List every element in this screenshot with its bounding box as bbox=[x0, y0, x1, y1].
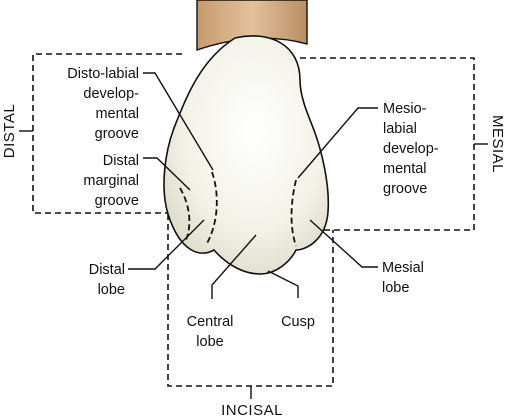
cusp-label: Cusp bbox=[281, 314, 315, 330]
disto-labial-leader bbox=[143, 72, 214, 171]
cusp-leader bbox=[267, 270, 299, 298]
svg-text:Disto-labial: Disto-labial bbox=[67, 66, 139, 82]
svg-text:Distal: Distal bbox=[89, 262, 125, 278]
mesial-lobe-leader bbox=[309, 219, 378, 268]
tooth-crown bbox=[163, 35, 330, 275]
svg-text:Central: Central bbox=[187, 314, 234, 330]
distal-marginal-leader bbox=[143, 157, 191, 191]
mesio-labial-leader bbox=[297, 107, 378, 179]
svg-text:mental: mental bbox=[383, 161, 427, 177]
svg-text:Cusp: Cusp bbox=[281, 314, 315, 330]
svg-text:marginal: marginal bbox=[83, 173, 139, 189]
svg-text:Mesial: Mesial bbox=[382, 260, 424, 276]
svg-text:develop-: develop- bbox=[83, 86, 139, 102]
mesio-labial-groove-label: Mesio- labial develop- mental groove bbox=[383, 101, 439, 197]
svg-text:groove: groove bbox=[383, 181, 427, 197]
svg-text:Mesio-: Mesio- bbox=[383, 101, 427, 117]
central-lobe-label: Central lobe bbox=[187, 314, 234, 350]
mesio-labial-groove-line bbox=[290, 179, 297, 247]
svg-text:labial: labial bbox=[383, 121, 417, 137]
svg-text:groove: groove bbox=[95, 126, 139, 142]
distal-bracket bbox=[32, 53, 182, 214]
central-lobe-leader bbox=[211, 234, 257, 299]
svg-text:develop-: develop- bbox=[383, 141, 439, 157]
mesial-label: MESIAL bbox=[489, 115, 506, 173]
svg-text:Distal: Distal bbox=[103, 153, 139, 169]
svg-text:mental: mental bbox=[95, 106, 139, 122]
svg-text:lobe: lobe bbox=[382, 280, 409, 296]
distal-lobe-label: Distal lobe bbox=[89, 262, 125, 298]
incisal-label: INCISAL bbox=[221, 402, 283, 417]
mesial-lobe-label: Mesial lobe bbox=[382, 260, 424, 296]
disto-labial-groove-line bbox=[205, 171, 218, 246]
svg-text:lobe: lobe bbox=[196, 334, 223, 350]
disto-labial-groove-label: Disto-labial develop- mental groove bbox=[67, 66, 139, 142]
distal-marginal-groove-label: Distal marginal groove bbox=[83, 153, 139, 209]
distal-label: DISTAL bbox=[1, 104, 18, 158]
svg-text:groove: groove bbox=[95, 193, 139, 209]
svg-text:lobe: lobe bbox=[98, 282, 125, 298]
distal-lobe-leader bbox=[128, 219, 205, 270]
